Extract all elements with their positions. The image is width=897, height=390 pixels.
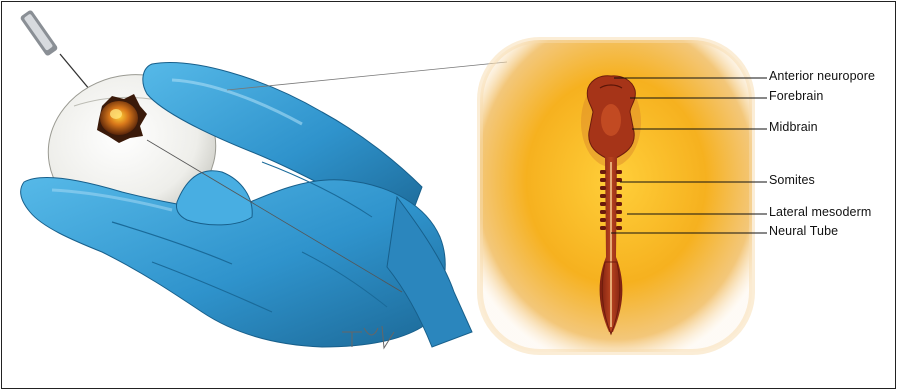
label-forebrain: Forebrain	[769, 89, 823, 103]
label-lateral-mesoderm: Lateral mesoderm	[769, 205, 871, 219]
label-somites: Somites	[769, 173, 815, 187]
label-midbrain: Midbrain	[769, 120, 818, 134]
label-anterior-neuropore: Anterior neuropore	[769, 69, 875, 83]
label-neural-tube: Neural Tube	[769, 224, 838, 238]
